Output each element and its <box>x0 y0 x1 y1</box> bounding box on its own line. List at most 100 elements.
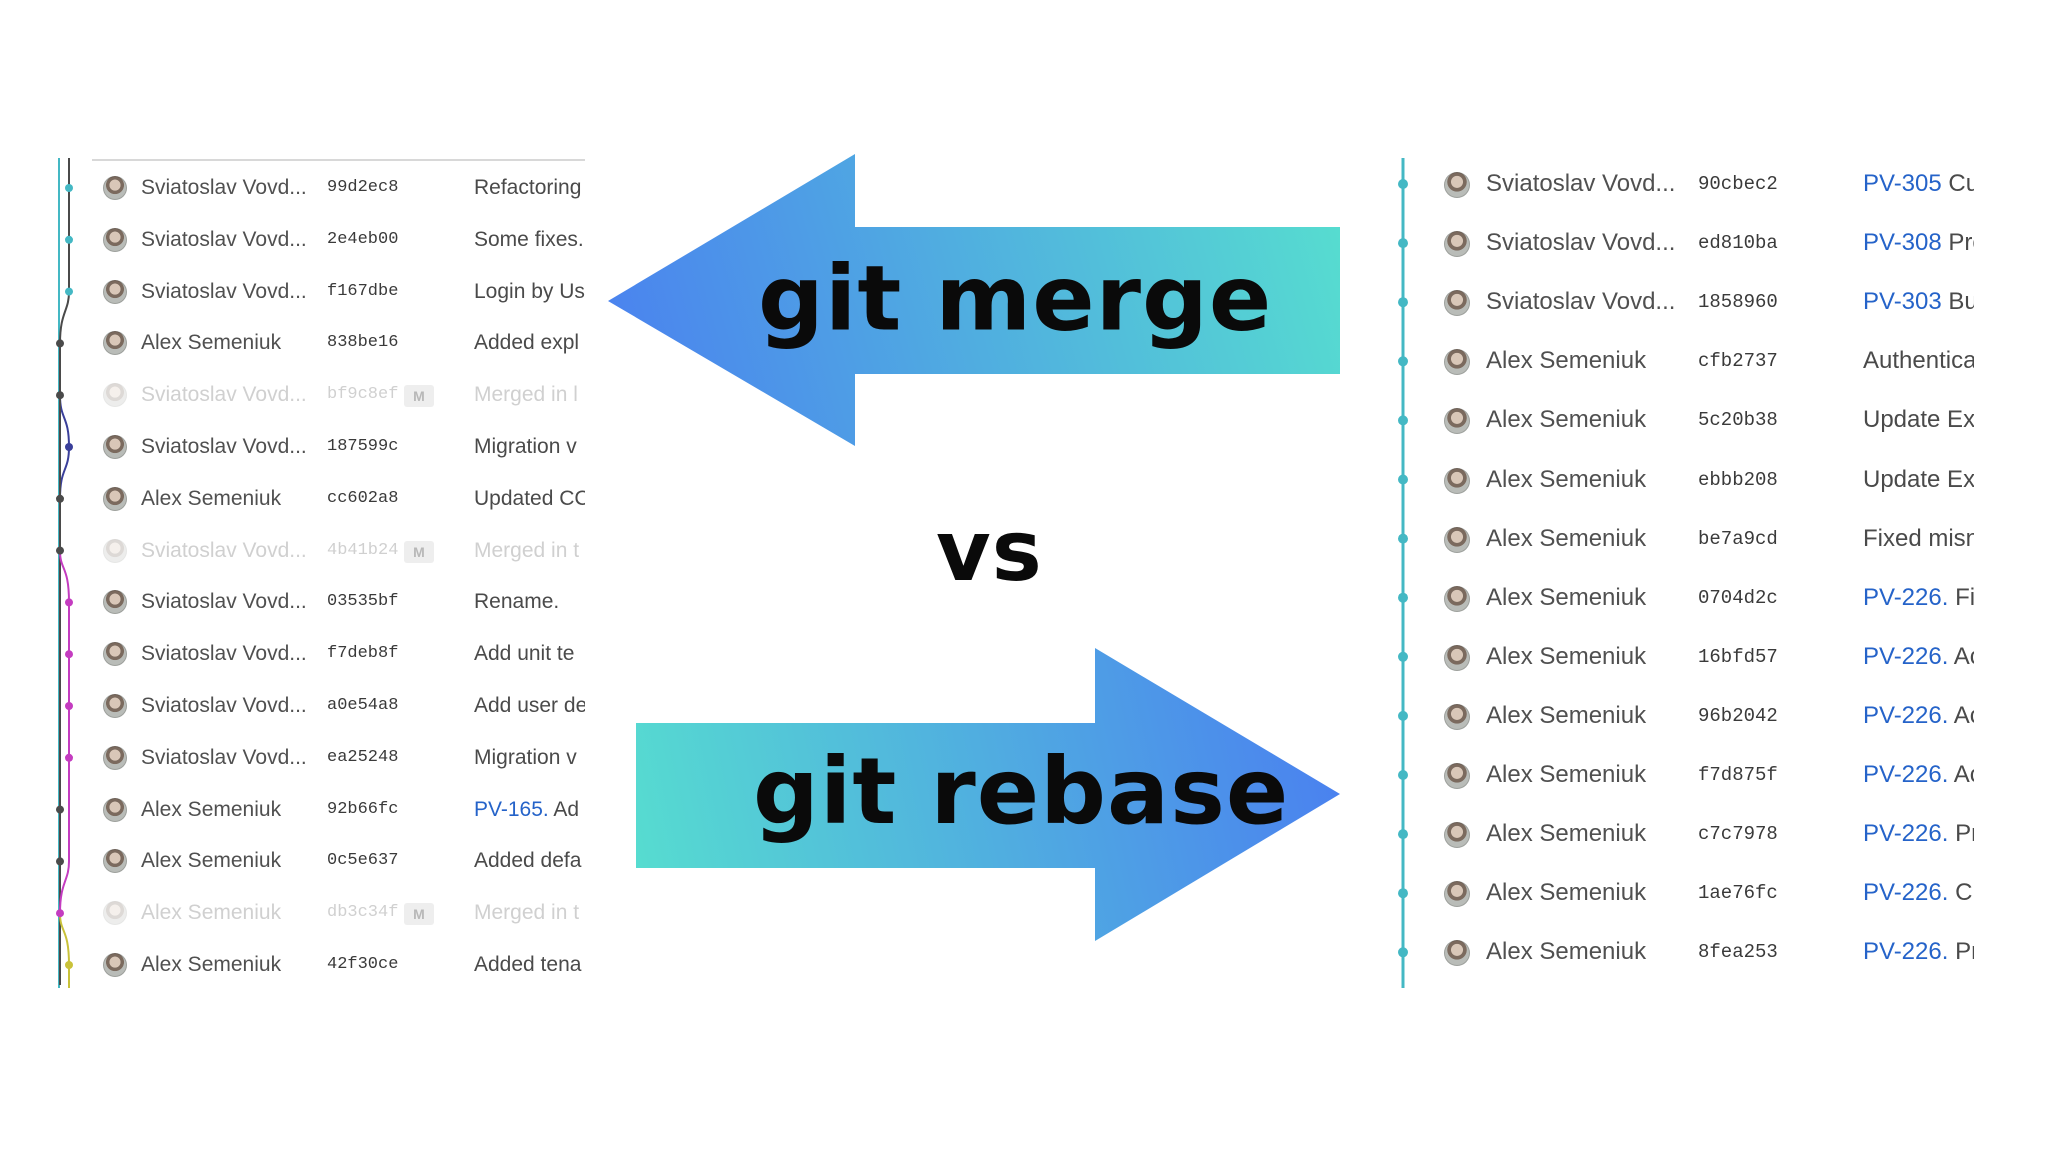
issue-link[interactable]: PV-308 <box>1863 229 1942 257</box>
commit-author: Alex Semeniuk <box>1486 465 1647 493</box>
commit-node <box>56 494 64 503</box>
commit-message-text: Some fixes. <box>474 227 584 251</box>
commit-node <box>65 753 73 762</box>
avatar <box>103 694 127 718</box>
commit-hash: 8fea253 <box>1698 941 1778 964</box>
commit-hash: 4b41b24 <box>327 540 399 560</box>
issue-link[interactable]: PV-303 <box>1863 288 1942 316</box>
commit-node <box>1398 651 1408 662</box>
commit-node <box>65 702 73 710</box>
commit-hash: f7deb8f <box>327 644 399 664</box>
commit-message: Rename. <box>474 582 585 622</box>
commit-node <box>65 443 73 451</box>
commit-message: PV-226. Ac <box>1863 637 1974 677</box>
issue-link[interactable]: PV-226. <box>1863 701 1949 729</box>
commit-hash: 90cbec2 <box>1698 173 1778 195</box>
commit-hash: 1858960 <box>1698 291 1778 314</box>
commit-message-text: Ac <box>1953 761 1974 788</box>
issue-link[interactable]: PV-226. <box>1863 938 1949 966</box>
commit-message: PV-305 Cu <box>1863 164 1974 204</box>
commit-node <box>1398 888 1408 899</box>
commit-node <box>1398 947 1408 958</box>
commit-node <box>56 339 64 348</box>
commit-hash: 03535bf <box>327 592 399 612</box>
commit-author: Sviatoslav Vovd... <box>141 694 307 717</box>
issue-link[interactable]: PV-226. <box>1863 642 1949 670</box>
issue-link[interactable]: PV-165. <box>474 797 549 821</box>
commit-hash: 0704d2c <box>1698 586 1778 609</box>
commit-message: Migration v <box>474 427 585 467</box>
commit-hash: 187599c <box>327 437 399 456</box>
commit-author: Sviatoslav Vovd... <box>141 383 307 407</box>
commit-hash: c7c7978 <box>1698 823 1778 846</box>
commit-node <box>65 235 73 244</box>
issue-link[interactable]: PV-226. <box>1863 820 1949 848</box>
commit-author: Alex Semeniuk <box>1486 820 1647 848</box>
issue-link[interactable]: PV-226. <box>1863 761 1949 788</box>
commit-message-text: Bu <box>1948 288 1974 316</box>
merge-commit-graph <box>56 158 73 988</box>
commit-node <box>1398 770 1408 780</box>
issue-link[interactable]: PV-226. <box>1863 879 1949 907</box>
avatar <box>1444 703 1470 730</box>
avatar <box>1444 763 1470 789</box>
commit-row[interactable]: Sviatoslav Vovd... 03535bf Rename. <box>55 582 585 622</box>
commit-message-text: Merged in t <box>474 901 580 925</box>
commit-node <box>56 546 64 555</box>
commit-message-text: Added expl <box>474 331 580 355</box>
avatar <box>1444 172 1470 198</box>
commit-hash: 96b2042 <box>1698 704 1778 727</box>
avatar <box>1444 408 1470 435</box>
avatar <box>103 797 127 822</box>
issue-link[interactable]: PV-305 <box>1863 170 1942 197</box>
commit-hash: ebbb208 <box>1698 468 1778 491</box>
commit-hash: 42f30ce <box>327 955 399 974</box>
commit-message-text: Updated CC <box>474 486 585 510</box>
commit-message: Fixed misn <box>1863 519 1974 559</box>
commit-node <box>65 184 73 192</box>
commit-author: Alex Semeniuk <box>1486 524 1647 552</box>
commit-hash: cfb2737 <box>1698 350 1778 373</box>
commit-author: Sviatoslav Vovd... <box>141 590 307 614</box>
commit-message: PV-226. Pr <box>1863 932 1974 972</box>
commit-message: Add user de <box>474 686 585 726</box>
merge-badge: M <box>404 540 434 563</box>
avatar <box>103 953 127 977</box>
commit-message: PV-226. Fix <box>1863 578 1974 618</box>
commit-message: PV-165. Ad <box>474 790 585 830</box>
commit-message-text: Authentica <box>1863 347 1974 375</box>
commit-author: Alex Semeniuk <box>1486 879 1647 907</box>
issue-link[interactable]: PV-226. <box>1863 583 1949 611</box>
commit-message-text: Pro <box>1948 229 1974 257</box>
